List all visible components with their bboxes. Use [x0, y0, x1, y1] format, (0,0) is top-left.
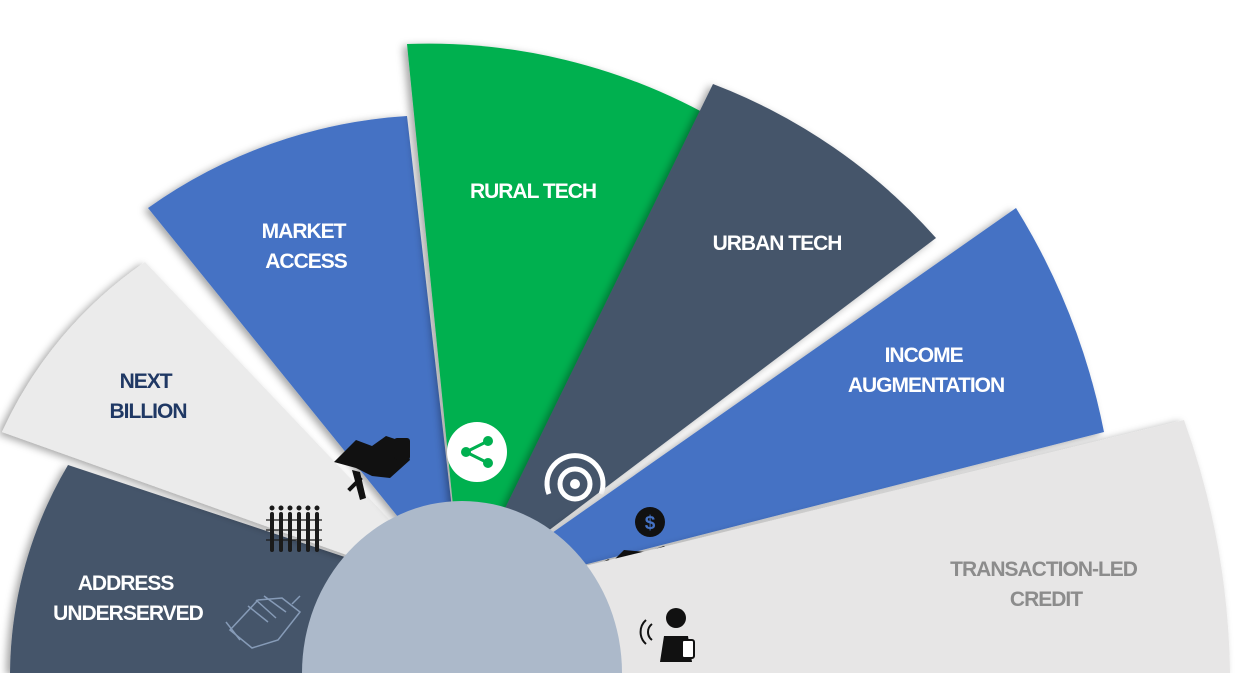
segment-rural-tech-label-line-1: RURAL TECH [470, 180, 596, 203]
segment-urban-tech-label-line-1: URBAN TECH [713, 232, 842, 255]
segment-income-augmentation-label: INCOME AUGMENTATION [848, 344, 1004, 397]
segment-market-access-label-line-1: MARKET [262, 220, 347, 243]
share-icon [447, 422, 507, 482]
segment-transaction-led-credit-label: TRANSACTION-LED CREDIT [950, 558, 1142, 611]
segment-next-billion-label: NEXT BILLION [110, 370, 187, 423]
segment-next-billion-shape [2, 262, 462, 596]
segment-rural-tech: RURAL TECH [407, 43, 713, 597]
segment-address-underserved-label: ADDRESS UNDERSERVED [53, 572, 203, 625]
segment-income-augmentation-label-line-1: INCOME [885, 344, 964, 367]
segment-rural-tech-label: RURAL TECH [470, 180, 596, 203]
wireless-signal-icon [544, 453, 606, 502]
handshake-outline-icon [225, 595, 302, 649]
segment-next-billion-label-line-1: NEXT [120, 370, 173, 393]
handshake-icon [334, 436, 410, 500]
contactless-payment-icon [639, 608, 695, 662]
segment-market-access-label-line-2: ACCESS [265, 250, 348, 273]
segment-market-access-label: MARKET ACCESS [262, 220, 351, 273]
segment-next-billion-label-line-2: BILLION [110, 400, 187, 423]
segment-market-access: MARKET ACCESS [148, 116, 462, 596]
segment-transaction-led-credit: TRANSACTION-LED CREDIT [462, 420, 1230, 673]
dollar-sign-glyph: $ [645, 513, 656, 534]
segment-transaction-led-credit-shape [462, 420, 1230, 673]
segment-transaction-led-credit-label-line-2: CREDIT [1010, 588, 1083, 611]
segment-address-underserved-label-line-2: UNDERSERVED [53, 602, 203, 625]
segment-transaction-led-credit-label-line-1: TRANSACTION-LED [950, 558, 1138, 581]
segment-urban-tech-label: URBAN TECH [713, 232, 842, 255]
center-hub [302, 501, 622, 673]
segment-next-billion: NEXT BILLION [2, 262, 462, 596]
crowd-icon [266, 505, 322, 552]
segment-income-augmentation-label-line-2: AUGMENTATION [848, 374, 1004, 397]
segment-urban-tech: URBAN TECH [462, 84, 936, 596]
segment-address-underserved-label-line-1: ADDRESS [78, 572, 175, 595]
segment-income-augmentation-shape [462, 208, 1104, 596]
